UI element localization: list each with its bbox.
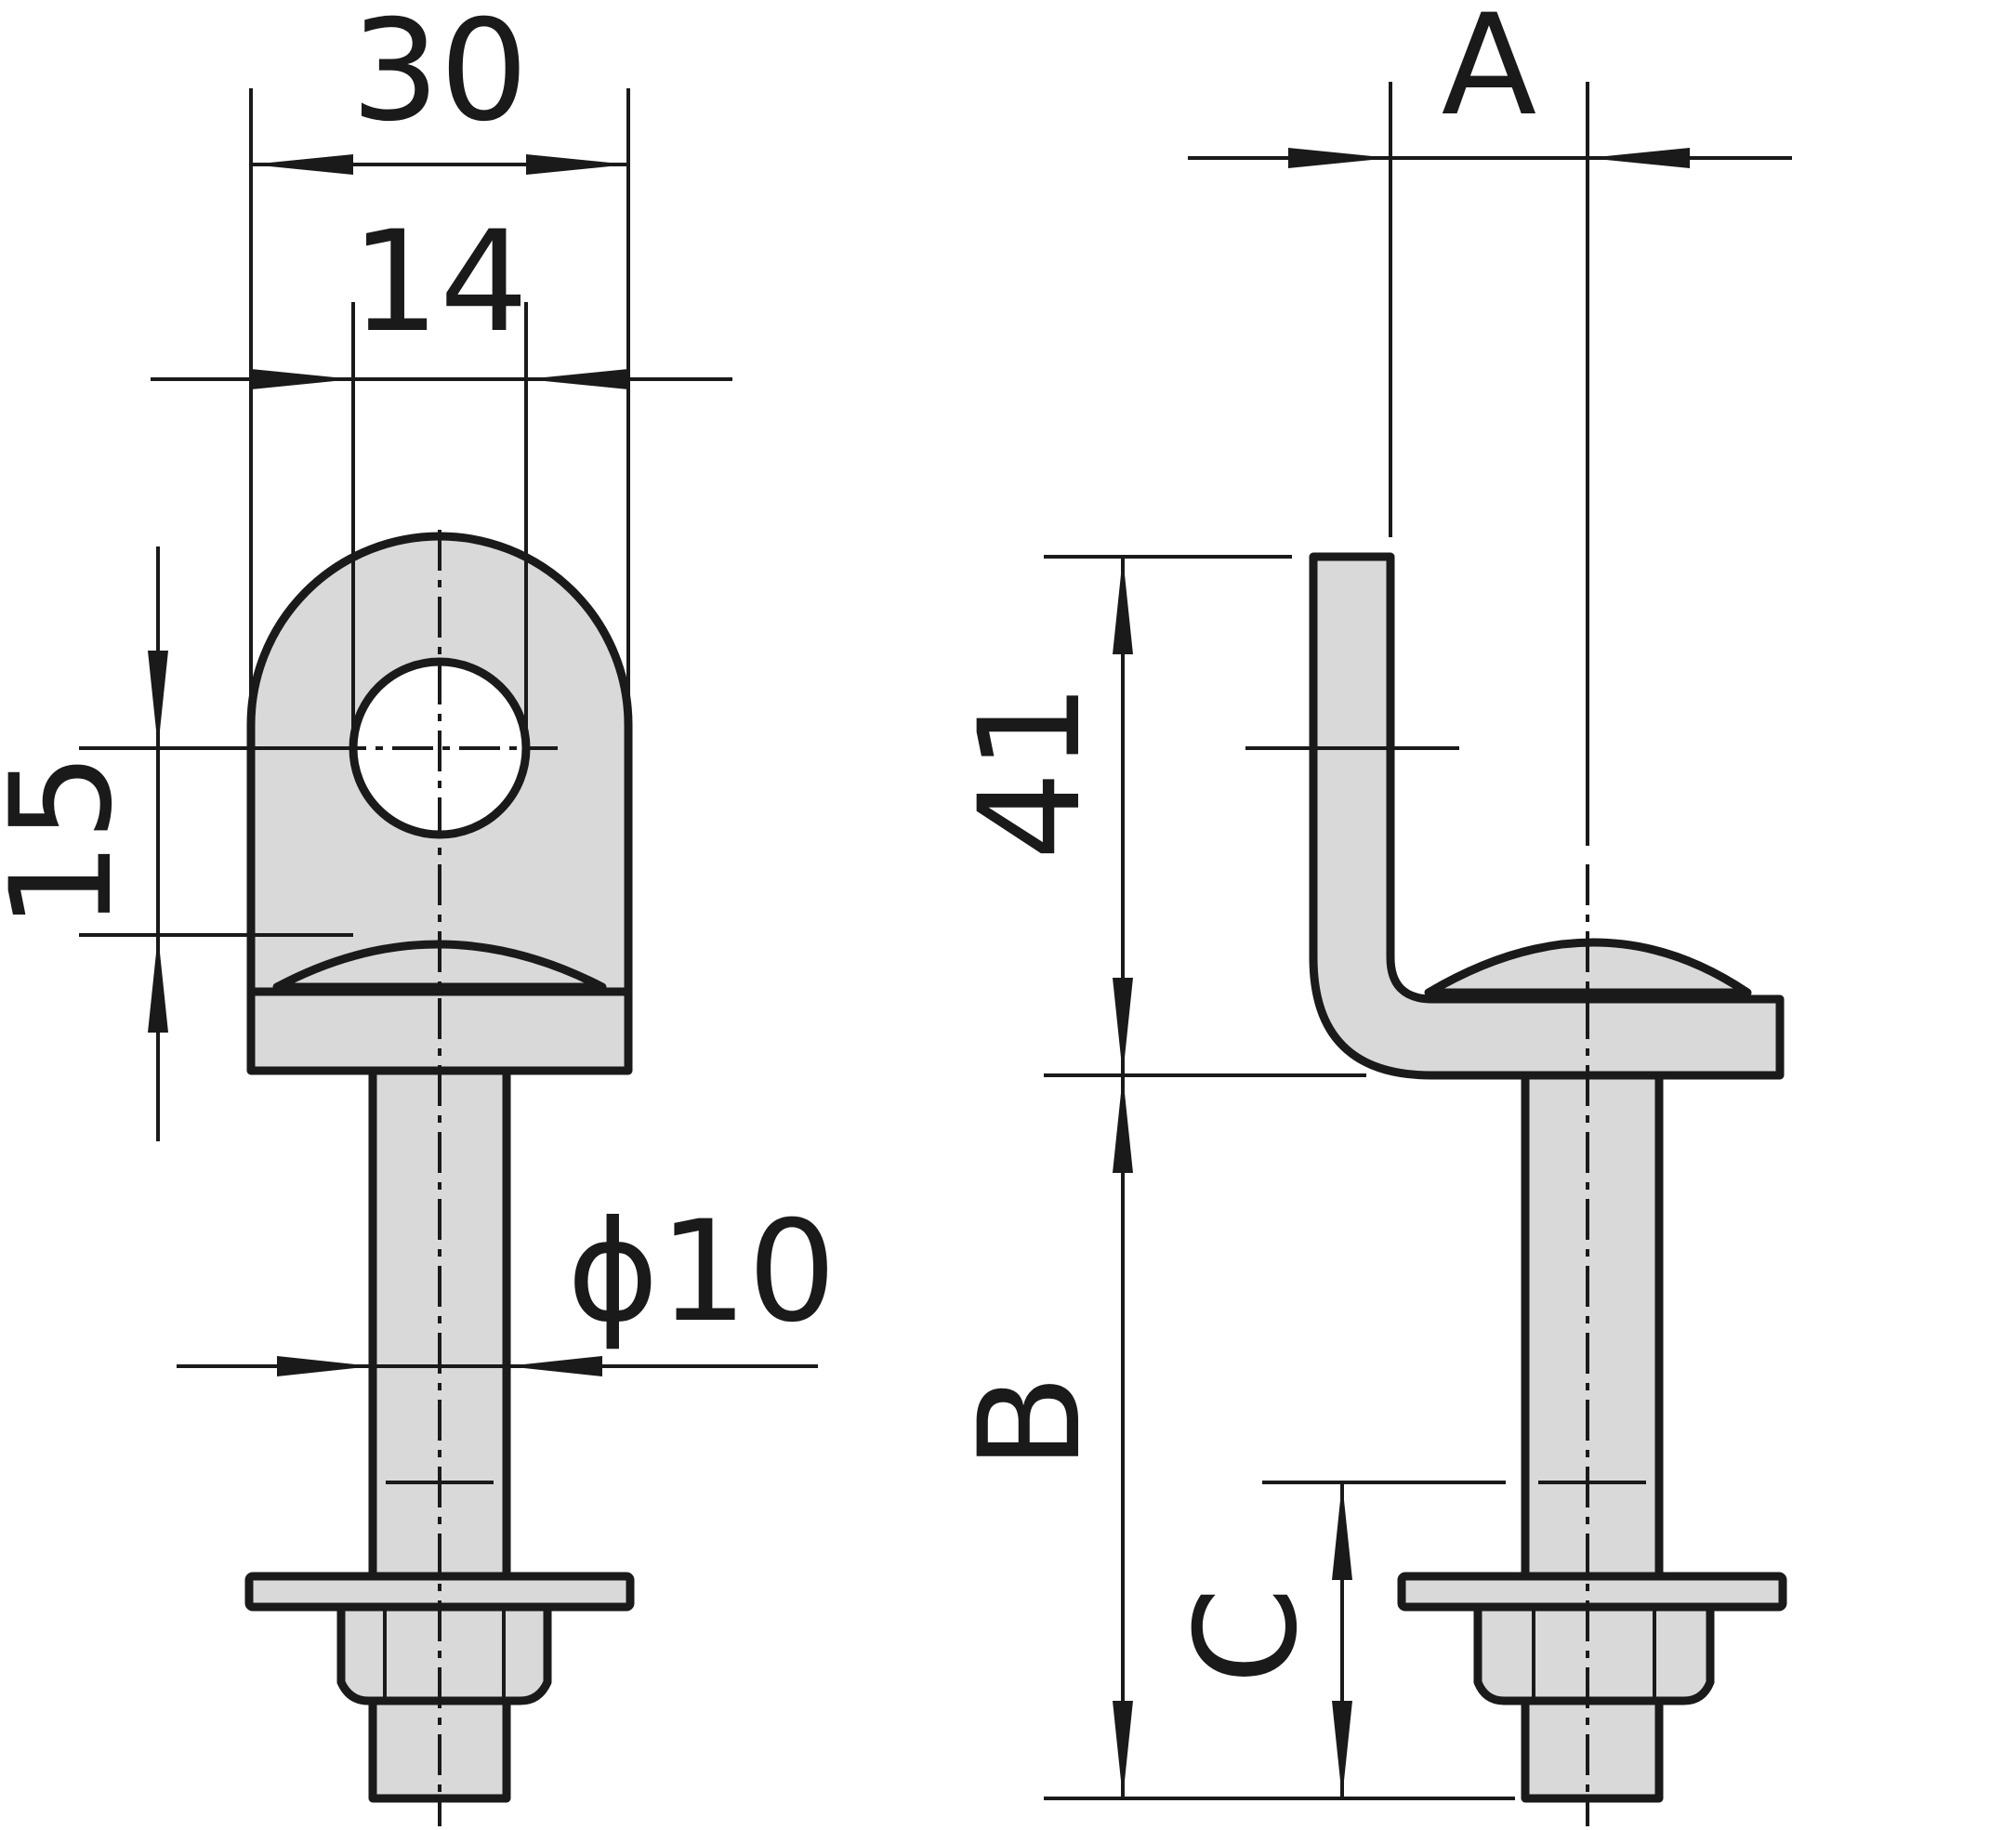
dimension-c: C xyxy=(1166,1481,1506,1798)
dim-c-arrow-top xyxy=(1332,1482,1352,1580)
dim-30-label: 30 xyxy=(351,0,529,152)
dim-41-arrow-bottom xyxy=(1113,978,1133,1075)
dim-41-label: 41 xyxy=(950,683,1112,861)
dim-c-arrow-bottom xyxy=(1332,1701,1352,1798)
front-view: 30 14 15 ϕ10 xyxy=(0,0,837,1826)
dimension-30: 30 xyxy=(249,0,630,725)
dim-30-arrow-right xyxy=(526,154,628,175)
dim-a-arrow-right xyxy=(1588,148,1690,168)
front-nut xyxy=(336,1602,552,1705)
dim-14-label: 14 xyxy=(351,202,529,363)
dimension-41: 41 xyxy=(950,555,1366,1077)
side-nut xyxy=(1473,1602,1715,1705)
dim-15-arrow-top xyxy=(148,651,168,748)
dimension-b: B xyxy=(950,1075,1515,1800)
dim-15-label: 15 xyxy=(0,753,143,930)
dim-30-arrow-left xyxy=(251,154,353,175)
side-l-bracket xyxy=(1309,552,1785,1080)
dim-15-arrow-bottom xyxy=(148,935,168,1033)
dim-14-arrow-right xyxy=(526,369,628,389)
side-view: A 41 B C xyxy=(950,0,1792,1826)
dimension-15: 15 xyxy=(0,546,353,1141)
dim-b-arrow-bottom xyxy=(1113,1701,1133,1798)
dimension-a: A xyxy=(1188,0,1792,846)
dim-a-arrow-left xyxy=(1288,148,1390,168)
side-washer xyxy=(1397,1572,1787,1612)
dim-diameter-arrow-right xyxy=(507,1356,602,1376)
dim-41-arrow-top xyxy=(1113,557,1133,654)
dim-b-label: B xyxy=(950,1375,1112,1470)
dim-a-label: A xyxy=(1442,0,1537,147)
dim-c-label: C xyxy=(1166,1587,1328,1685)
dim-diameter-label: ϕ10 xyxy=(567,1191,837,1353)
dim-diameter-arrow-left xyxy=(277,1356,373,1376)
dim-14-arrow-left xyxy=(251,369,353,389)
dimension-14: 14 xyxy=(151,202,732,748)
dimension-diameter-10: ϕ10 xyxy=(177,1191,837,1376)
dim-b-arrow-top xyxy=(1113,1075,1133,1173)
